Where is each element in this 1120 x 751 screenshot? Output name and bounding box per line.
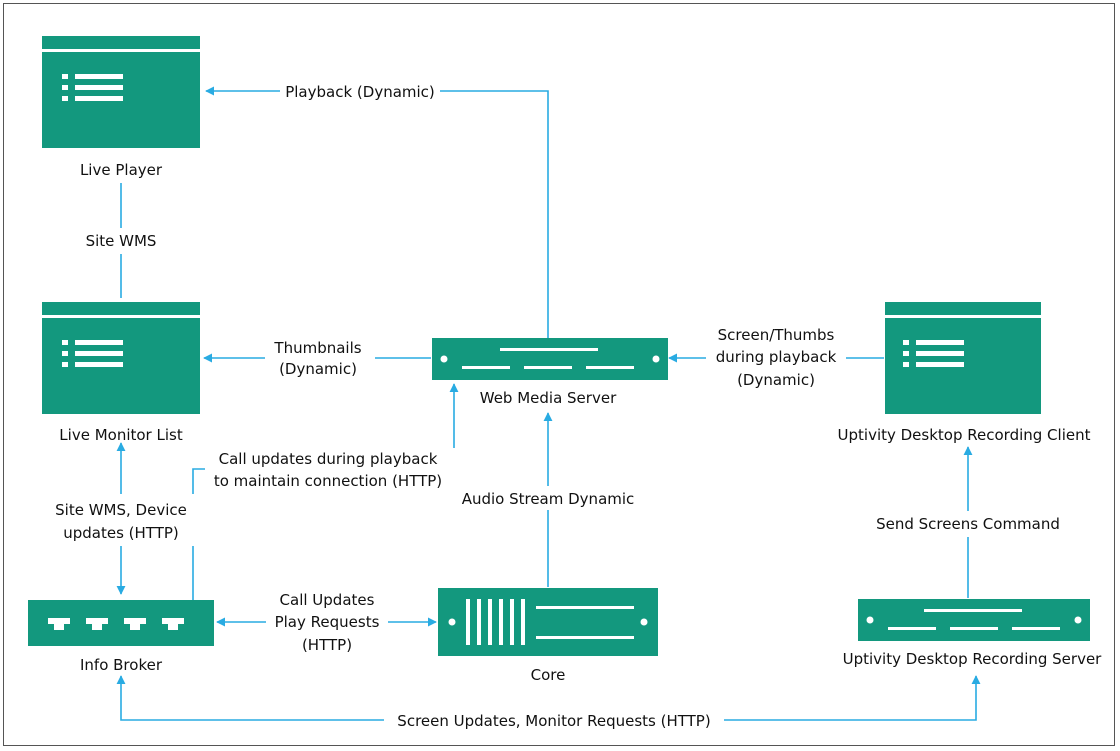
web-media-server-node xyxy=(432,338,668,380)
core-node xyxy=(438,588,658,656)
status-led-icon xyxy=(1074,616,1082,624)
label-screen-thumbs-2: during playback xyxy=(716,348,837,366)
status-led-icon xyxy=(866,616,874,624)
info-broker-node xyxy=(28,600,214,646)
live-player-label: Live Player xyxy=(80,161,163,179)
diagram-frame xyxy=(3,3,1115,746)
live-monitor-list-node xyxy=(42,302,200,414)
recording-client-label: Uptivity Desktop Recording Client xyxy=(838,426,1091,444)
label-site-wms-device-2: updates (HTTP) xyxy=(63,524,179,542)
label-call-updates-playback-1: Call updates during playback xyxy=(219,450,438,468)
label-call-updates-1: Call Updates xyxy=(280,591,375,609)
label-screen-thumbs-3: (Dynamic) xyxy=(737,371,815,389)
status-led-icon xyxy=(640,618,648,626)
list-icon xyxy=(903,340,964,367)
label-audio-stream: Audio Stream Dynamic xyxy=(462,490,635,508)
info-broker-label: Info Broker xyxy=(80,656,163,674)
label-playback: Playback (Dynamic) xyxy=(285,83,435,101)
label-send-screens: Send Screens Command xyxy=(876,515,1060,533)
label-call-updates-playback-2: to maintain connection (HTTP) xyxy=(214,472,442,490)
status-led-icon xyxy=(440,355,448,363)
ethernet-port-icon xyxy=(48,618,184,630)
drive-bays-icon xyxy=(466,599,525,645)
list-icon xyxy=(62,340,123,367)
list-icon xyxy=(62,74,123,101)
edge-playback xyxy=(205,86,549,338)
recording-server-node xyxy=(858,599,1090,641)
label-site-wms: Site WMS xyxy=(86,232,157,250)
core-label: Core xyxy=(531,666,566,684)
live-monitor-list-label: Live Monitor List xyxy=(59,426,183,444)
live-player-node xyxy=(42,36,200,148)
status-led-icon xyxy=(448,618,456,626)
label-call-updates-3: (HTTP) xyxy=(302,636,352,654)
label-screen-thumbs-1: Screen/Thumbs xyxy=(718,326,835,344)
label-thumbnails-1: Thumbnails xyxy=(273,339,361,357)
recording-server-label: Uptivity Desktop Recording Server xyxy=(843,650,1103,668)
web-media-server-label: Web Media Server xyxy=(480,389,617,407)
label-site-wms-device-1: Site WMS, Device xyxy=(55,501,187,519)
recording-client-node xyxy=(885,302,1041,414)
status-led-icon xyxy=(652,355,660,363)
label-thumbnails-2: (Dynamic) xyxy=(279,360,357,378)
label-screen-updates: Screen Updates, Monitor Requests (HTTP) xyxy=(397,712,710,730)
label-call-updates-2: Play Requests xyxy=(275,613,380,631)
